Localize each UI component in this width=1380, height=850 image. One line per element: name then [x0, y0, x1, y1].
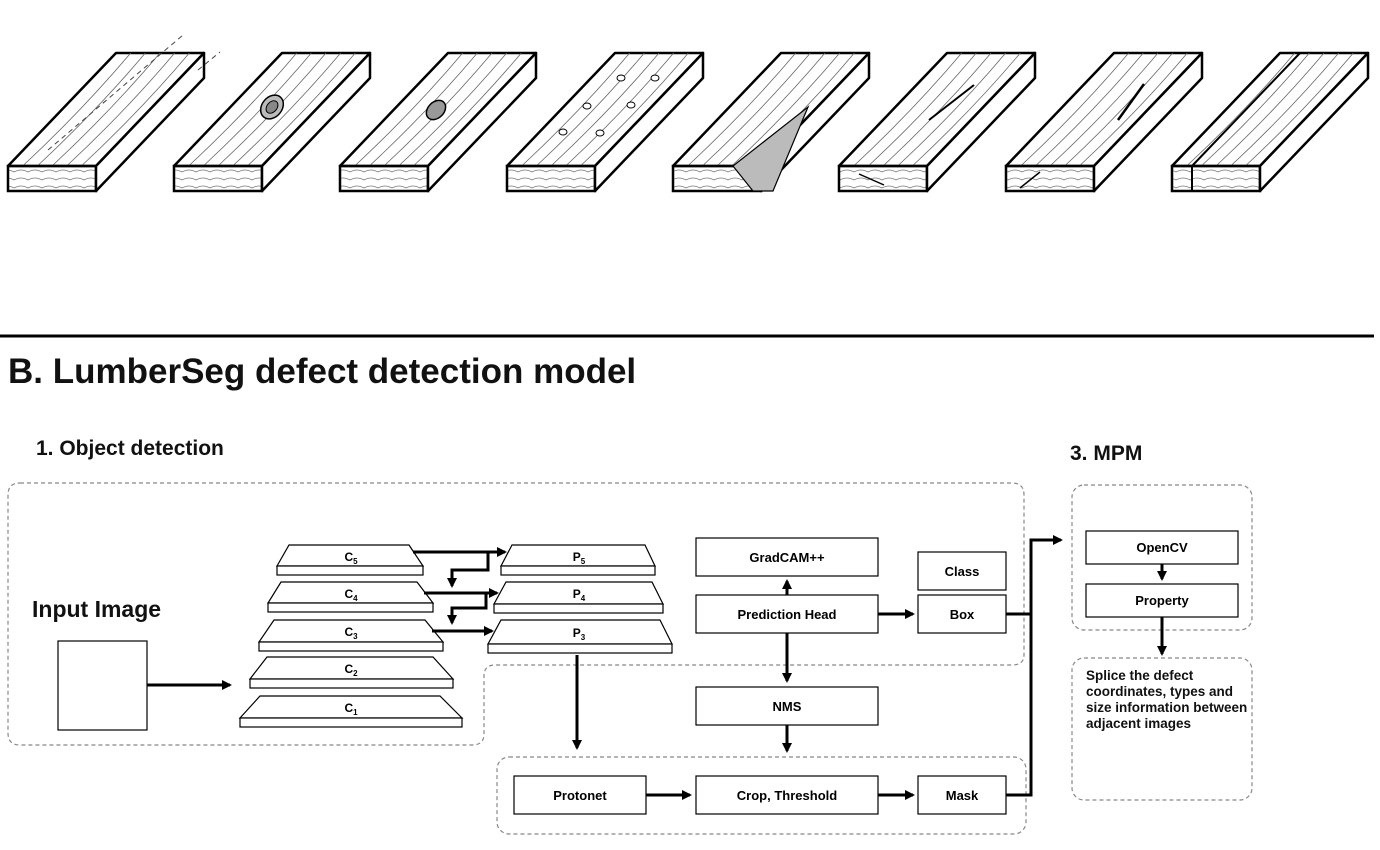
mask-box: Mask [917, 775, 1007, 815]
layer-c4: C4 [266, 581, 435, 613]
svg-text:C3: C3 [344, 625, 358, 641]
layer-c5: C5 [275, 544, 425, 576]
arrow-p4-to-p3 [447, 593, 488, 625]
svg-text:P4: P4 [573, 587, 586, 603]
section-b-title: B. LumberSeg defect detection model [8, 352, 637, 391]
mpm-label: 3. MPM [1070, 442, 1143, 465]
input-image-box [57, 640, 148, 731]
mask-region [496, 756, 1027, 835]
svg-text:C4: C4 [344, 587, 358, 603]
process-boxes: GradCAM++ Prediction Head Class Box NMS … [513, 530, 1239, 815]
prediction-head-box: Prediction Head [695, 594, 879, 634]
lumber-board-6 [837, 51, 1037, 193]
layer-c3: C3 [257, 619, 445, 652]
layer-c1: C1 [238, 695, 464, 728]
opencv-box: OpenCV [1085, 530, 1239, 565]
object-detection-region [7, 482, 1025, 746]
input-image-label: Input Image [32, 596, 162, 622]
lumber-board-7 [1004, 51, 1204, 193]
flow-arrows [147, 535, 1167, 800]
svg-text:Mask: Mask [946, 788, 979, 803]
protonet-box: Protonet [513, 775, 647, 815]
layer-p5: P5 [500, 544, 656, 576]
svg-text:Crop, Threshold: Crop, Threshold [737, 788, 837, 803]
arrow-to-opencv [1029, 535, 1063, 614]
fpn-layers: P3 P4 P5 [486, 544, 673, 654]
layer-c2: C2 [248, 656, 455, 689]
lumber-board-1 [6, 34, 221, 193]
svg-text:Class: Class [945, 564, 980, 579]
lumber-board-2 [172, 51, 372, 193]
svg-text:C2: C2 [344, 662, 358, 678]
box-output-box: Box [917, 594, 1007, 634]
svg-text:C5: C5 [344, 550, 358, 566]
svg-text:Prediction Head: Prediction Head [738, 607, 837, 622]
arrow-p5-to-p4 [447, 552, 490, 588]
lumber-board-8 [1170, 51, 1370, 193]
svg-text:GradCAM++: GradCAM++ [749, 550, 825, 565]
property-box: Property [1085, 583, 1239, 618]
arrow-outputs-to-mpm [1006, 612, 1033, 797]
svg-text:P5: P5 [573, 550, 586, 566]
svg-text:Box: Box [950, 607, 975, 622]
svg-text:OpenCV: OpenCV [1136, 540, 1188, 555]
lumber-board-4 [505, 51, 705, 193]
svg-text:C1: C1 [344, 701, 358, 717]
backbone-layers: C1 C2 C3 C4 C5 [238, 544, 464, 728]
crop-threshold-box: Crop, Threshold [695, 775, 879, 815]
class-box: Class [917, 551, 1007, 591]
lumber-board-3 [338, 51, 538, 193]
svg-text:NMS: NMS [773, 699, 802, 714]
gradcam-box: GradCAM++ [695, 537, 879, 577]
lumber-illustrations [6, 34, 1370, 193]
splice-text: Splice the defect coordinates, types and… [1086, 668, 1248, 731]
splice-region [1071, 657, 1253, 801]
nms-box: NMS [695, 686, 879, 726]
lumber-board-5 [671, 51, 871, 193]
layer-p4: P4 [492, 581, 664, 614]
svg-text:Property: Property [1135, 593, 1189, 608]
svg-text:P3: P3 [573, 626, 586, 642]
object-detection-label: 1. Object detection [36, 437, 224, 460]
svg-text:Protonet: Protonet [553, 788, 607, 803]
layer-p3: P3 [486, 619, 673, 654]
